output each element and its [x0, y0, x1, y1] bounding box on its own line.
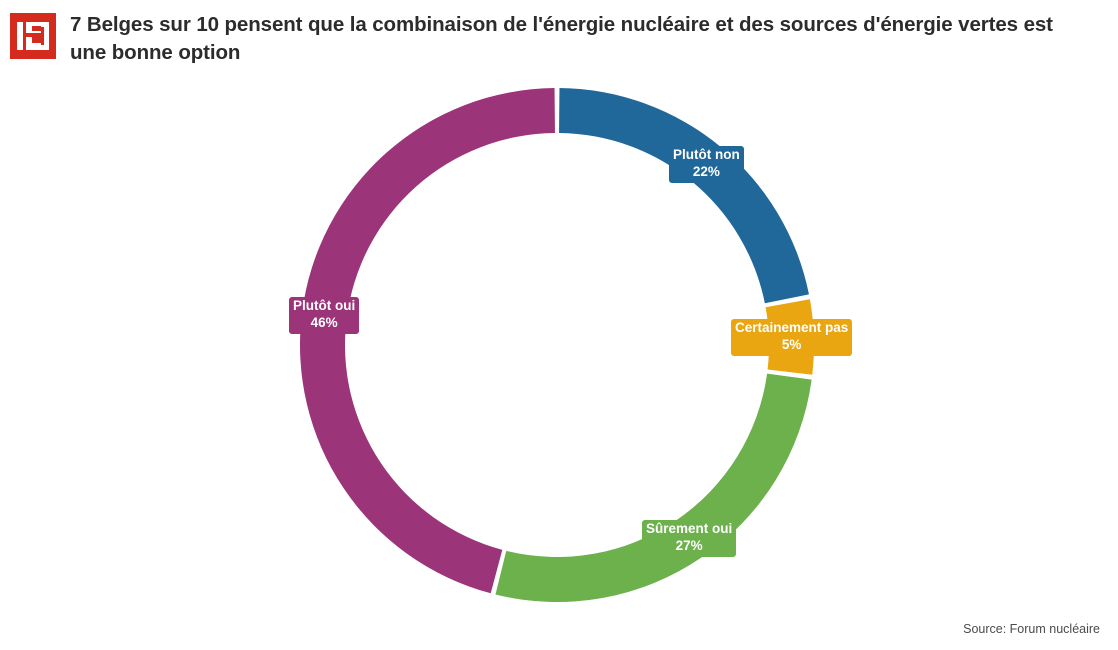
bx1-logo-icon [10, 13, 56, 59]
donut-slice[interactable] [495, 373, 812, 602]
donut-slice-group [299, 88, 814, 602]
logo-b-notch-bottom [32, 37, 41, 43]
donut-chart-svg [299, 88, 814, 602]
logo-bracket-right [44, 22, 49, 50]
page-header: 7 Belges sur 10 pensent que la combinais… [0, 0, 1118, 68]
donut-slice[interactable] [559, 88, 809, 304]
donut-slice[interactable] [299, 88, 555, 594]
logo-bracket-bottom [41, 45, 49, 50]
page-title: 7 Belges sur 10 pensent que la combinais… [70, 13, 1053, 65]
donut-slice[interactable] [765, 299, 814, 375]
logo-b-middle [26, 33, 41, 37]
logo-left-bar [17, 22, 23, 50]
source-note: Source: Forum nucléaire [963, 622, 1100, 636]
logo-b-notch-top [32, 26, 41, 31]
